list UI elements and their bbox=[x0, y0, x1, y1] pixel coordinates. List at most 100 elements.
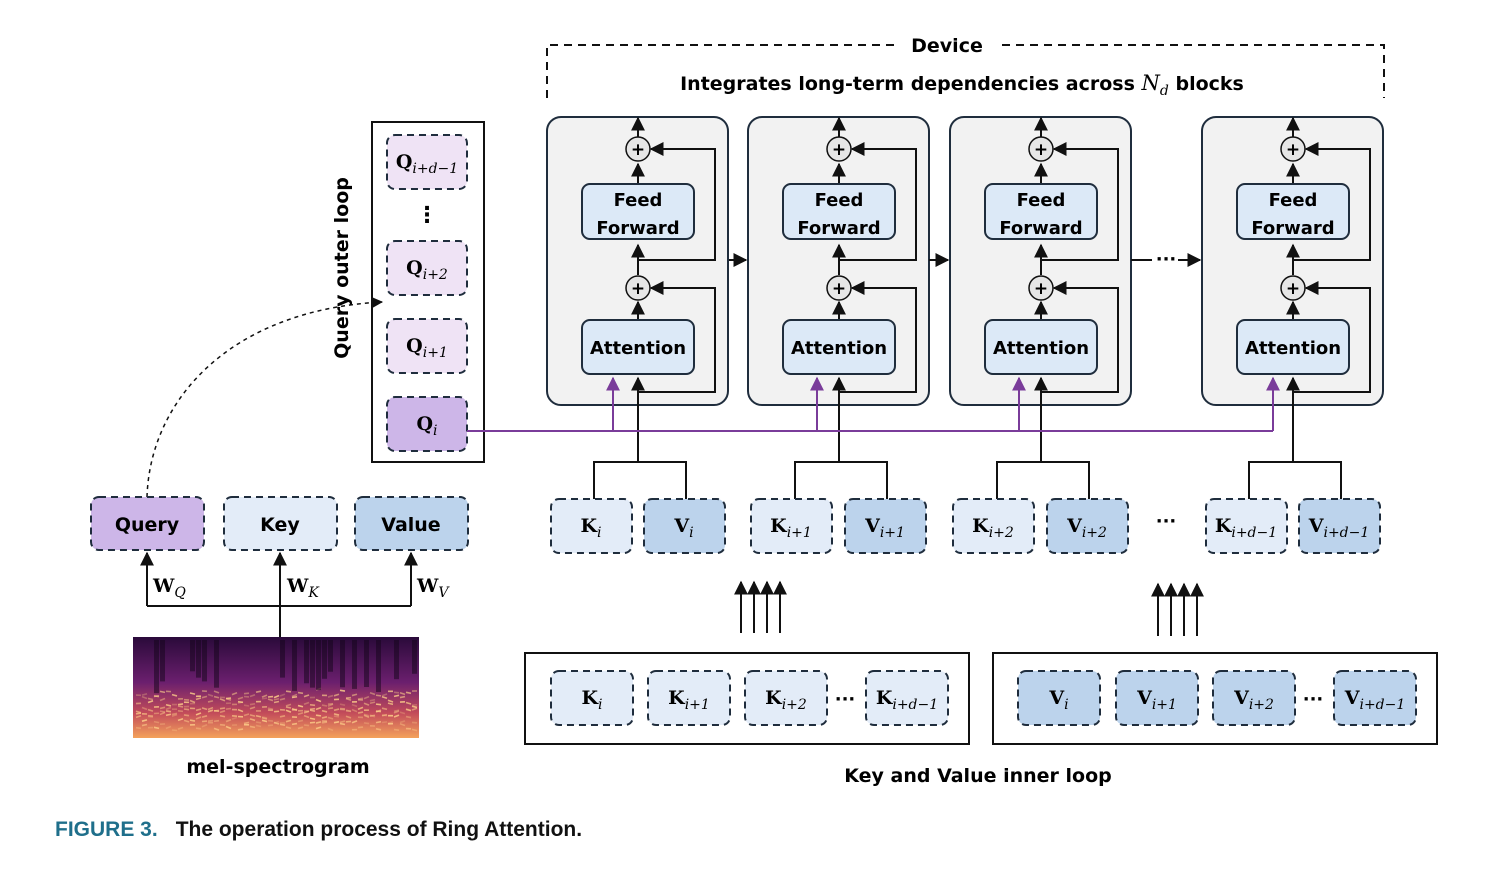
add-node-0: + bbox=[1028, 275, 1054, 301]
add-node-1: + bbox=[1280, 136, 1306, 162]
inner-key-3: Ki+d−1 bbox=[865, 670, 949, 726]
value-chunk-0: Vi bbox=[643, 498, 726, 554]
svg-text:Qi: Qi bbox=[416, 413, 437, 439]
weight-k: WK bbox=[286, 575, 320, 601]
feed-forward-box bbox=[581, 183, 695, 240]
attention-box bbox=[581, 319, 695, 375]
kv-pair-1: Ki+1 Vi+1 bbox=[750, 498, 927, 554]
add-node-1: + bbox=[1028, 136, 1054, 162]
feed-forward-label-2: Forward bbox=[797, 218, 880, 239]
svg-text:Vi: Vi bbox=[673, 515, 693, 541]
attention-label: Attention bbox=[590, 338, 686, 359]
kv-pairs: Ki Vi Ki+1 Vi+1 Ki+2 Vi+2 Ki+d−1 Vi+d−1 bbox=[550, 498, 1381, 554]
q-item-current: Qi bbox=[386, 396, 468, 452]
q-item-2: Qi+2 bbox=[386, 240, 468, 296]
inner-key-0: Ki bbox=[550, 670, 634, 726]
svg-text:Ki: Ki bbox=[582, 687, 603, 713]
add-symbol: + bbox=[631, 279, 645, 299]
key-box: Key bbox=[223, 496, 338, 551]
block-ellipsis: ··· bbox=[1156, 249, 1177, 270]
values-ellipsis: ··· bbox=[1303, 689, 1324, 710]
svg-text:Value: Value bbox=[381, 514, 440, 536]
add-node-0: + bbox=[1280, 275, 1306, 301]
inner-loop-label: Key and Value inner loop bbox=[844, 765, 1112, 787]
svg-text:Ki+1: Ki+1 bbox=[770, 515, 812, 541]
add-symbol: + bbox=[1286, 140, 1300, 160]
svg-text:Vi: Vi bbox=[1048, 687, 1068, 713]
value-chunk-1: Vi+1 bbox=[844, 498, 927, 554]
query-outer-loop-label: Query outer loop bbox=[331, 177, 353, 359]
mel-spectrogram-label: mel-spectrogram bbox=[186, 756, 369, 778]
feed-forward-label-2: Forward bbox=[1251, 218, 1334, 239]
svg-text:Qi+2: Qi+2 bbox=[406, 257, 448, 283]
svg-text:Vi+d−1: Vi+d−1 bbox=[1308, 515, 1370, 541]
key-chunk-1: Ki+1 bbox=[750, 498, 833, 554]
feed-forward-label-1: Feed bbox=[614, 190, 663, 211]
q-item-0: Qi+d−1 bbox=[386, 134, 468, 190]
attention-label: Attention bbox=[1245, 338, 1341, 359]
inner-value-3: Vi+d−1 bbox=[1333, 670, 1417, 726]
feed-forward-label-1: Feed bbox=[815, 190, 864, 211]
feed-forward-label-2: Forward bbox=[596, 218, 679, 239]
kv-pair-2: Ki+2 Vi+2 bbox=[952, 498, 1129, 554]
svg-text:Ki+d−1: Ki+d−1 bbox=[1215, 515, 1277, 541]
add-node-0: + bbox=[625, 275, 651, 301]
kv-fork bbox=[794, 461, 888, 499]
svg-text:Qi+d−1: Qi+d−1 bbox=[396, 151, 458, 177]
svg-text:Vi+2: Vi+2 bbox=[1233, 687, 1274, 713]
svg-text:Key: Key bbox=[260, 514, 300, 536]
add-symbol: + bbox=[1286, 279, 1300, 299]
inner-key-2: Ki+2 bbox=[744, 670, 828, 726]
attention-box bbox=[1236, 319, 1350, 375]
svg-text:Ki+2: Ki+2 bbox=[765, 687, 807, 713]
add-node-0: + bbox=[826, 275, 852, 301]
add-symbol: + bbox=[1034, 279, 1048, 299]
feed-forward-label-1: Feed bbox=[1017, 190, 1066, 211]
inner-loop-arrows-right bbox=[1151, 582, 1204, 636]
kv-pair-0: Ki Vi bbox=[550, 498, 726, 554]
q-item-3: Qi+1 bbox=[386, 318, 468, 374]
inner-loop-arrows-left bbox=[734, 580, 787, 633]
attention-box bbox=[782, 319, 896, 375]
add-symbol: + bbox=[832, 279, 846, 299]
add-symbol: + bbox=[631, 140, 645, 160]
add-node-1: + bbox=[625, 136, 651, 162]
attention-box bbox=[984, 319, 1098, 375]
add-node-1: + bbox=[826, 136, 852, 162]
kv-pair-3: Ki+d−1 Vi+d−1 bbox=[1205, 498, 1381, 554]
svg-text:Vi+2: Vi+2 bbox=[1066, 515, 1107, 541]
kv-ellipsis: ··· bbox=[1156, 511, 1177, 532]
weight-q: WQ bbox=[152, 575, 186, 601]
svg-text:Vi+d−1: Vi+d−1 bbox=[1344, 687, 1406, 713]
svg-text:Vi+1: Vi+1 bbox=[864, 515, 905, 541]
device-label: Device bbox=[911, 35, 983, 57]
mel-spectrogram-image bbox=[133, 637, 419, 738]
figure-number: FIGURE 3. bbox=[55, 818, 158, 841]
svg-text:Ki+d−1: Ki+d−1 bbox=[876, 687, 938, 713]
keys-ellipsis: ··· bbox=[835, 689, 856, 710]
feed-forward-label-2: Forward bbox=[999, 218, 1082, 239]
kv-fork bbox=[996, 461, 1090, 499]
feed-forward-box bbox=[984, 183, 1098, 240]
weight-v: WV bbox=[416, 575, 450, 601]
attention-label: Attention bbox=[993, 338, 1089, 359]
device-subtitle: Integrates long-term dependencies across… bbox=[680, 71, 1244, 99]
value-chunk-3: Vi+d−1 bbox=[1298, 498, 1381, 554]
svg-text:Ki+2: Ki+2 bbox=[972, 515, 1014, 541]
feed-forward-label-1: Feed bbox=[1269, 190, 1318, 211]
svg-text:Ki: Ki bbox=[581, 515, 602, 541]
svg-text:Ki+1: Ki+1 bbox=[668, 687, 710, 713]
inner-value-1: Vi+1 bbox=[1115, 670, 1199, 726]
device-bracket bbox=[546, 44, 1385, 98]
value-box: Value bbox=[354, 496, 469, 551]
key-chunk-3: Ki+d−1 bbox=[1205, 498, 1288, 554]
svg-text:Vi+1: Vi+1 bbox=[1136, 687, 1177, 713]
svg-text:Query: Query bbox=[115, 514, 180, 536]
projection-arrows bbox=[140, 551, 418, 637]
